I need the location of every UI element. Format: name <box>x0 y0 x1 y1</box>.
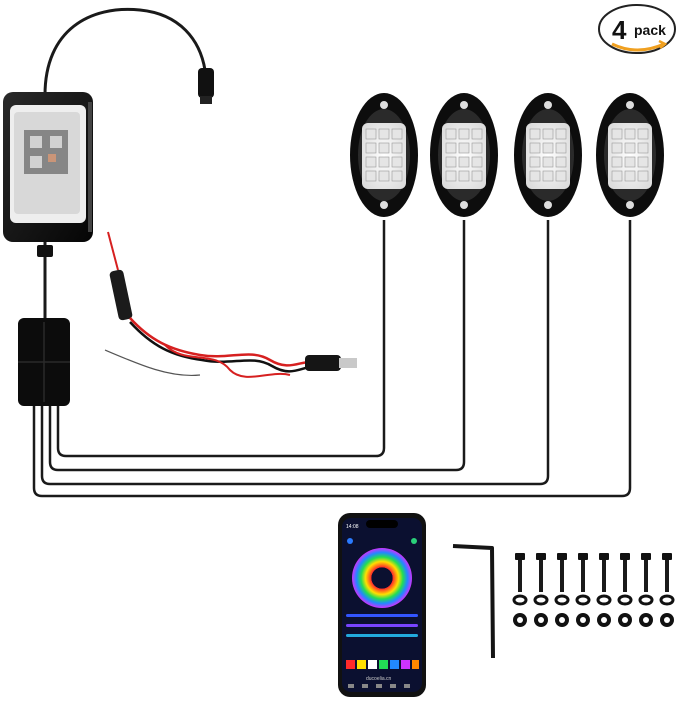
nut-icon <box>660 613 674 627</box>
color-swatches <box>346 660 419 669</box>
screw-icon <box>599 553 609 592</box>
nut-icon <box>534 613 548 627</box>
screw-set <box>515 553 672 592</box>
rock-light-pod <box>596 93 664 217</box>
nut-set <box>513 613 674 627</box>
screw-icon <box>578 553 588 592</box>
app-name: ducoelia.cn <box>366 676 392 682</box>
screw-icon <box>557 553 567 592</box>
dc-socket-icon <box>198 68 214 104</box>
badge-count: 4 <box>612 15 627 45</box>
nut-icon <box>618 613 632 627</box>
power-cable-top <box>43 7 214 104</box>
nut-icon <box>597 613 611 627</box>
screw-icon <box>620 553 630 592</box>
screw-icon <box>641 553 651 592</box>
nut-icon <box>639 613 653 627</box>
menu-icon <box>347 538 353 544</box>
nut-icon <box>555 613 569 627</box>
power-plug-icon <box>305 355 357 371</box>
power-icon <box>411 538 417 544</box>
rock-light-pod <box>350 93 418 217</box>
phone-time: 14:08 <box>346 524 359 530</box>
smartphone: 14:08 ducoelia.cn <box>338 513 426 697</box>
splitter-hub <box>18 318 70 406</box>
screw-icon <box>515 553 525 592</box>
screw-icon <box>536 553 546 592</box>
pod-cables <box>32 220 632 498</box>
power-lead <box>104 231 357 378</box>
pack-count-badge: 4 pack <box>598 4 676 54</box>
nut-icon <box>513 613 527 627</box>
rock-light-pod <box>430 93 498 217</box>
rock-light-pod <box>514 93 582 217</box>
washer-set <box>512 594 675 606</box>
controller-box <box>3 92 93 242</box>
app-nav-bar <box>348 684 410 688</box>
qr-label-icon <box>24 130 68 174</box>
screw-icon <box>662 553 672 592</box>
badge-label: pack <box>634 22 666 38</box>
nut-icon <box>576 613 590 627</box>
hex-key-icon <box>452 544 495 659</box>
